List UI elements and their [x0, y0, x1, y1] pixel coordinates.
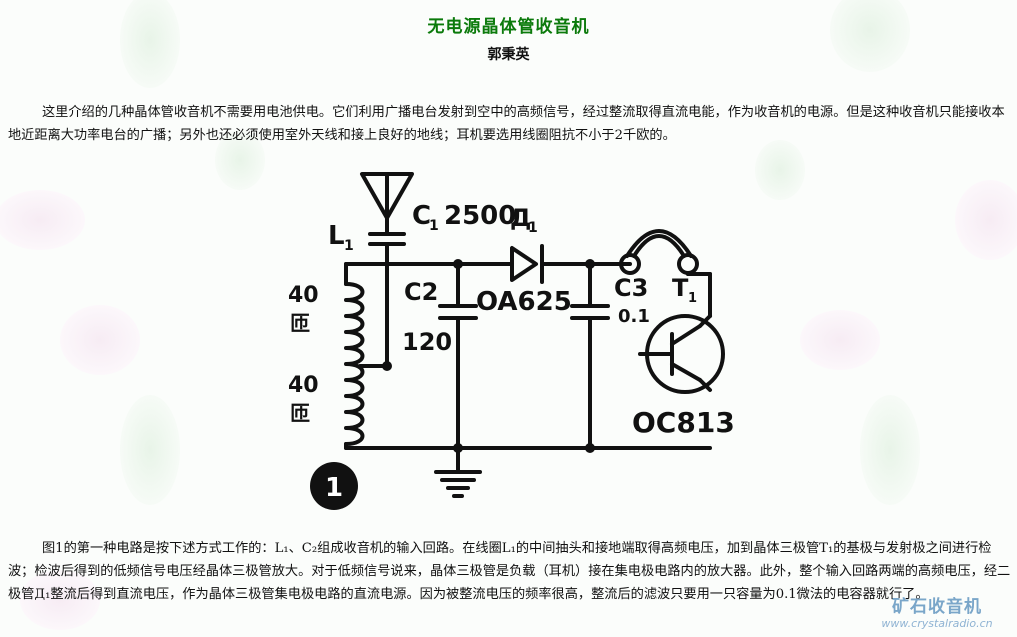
- article-title: 无电源晶体管收音机: [427, 17, 590, 37]
- article-author: 郭秉英: [487, 47, 530, 63]
- label-c3: C3: [614, 274, 648, 302]
- intro-paragraph: 这里介绍的几种晶体管收音机不需要用电池供电。它们利用广播电台发射到空中的高频信号…: [8, 105, 1005, 143]
- explanation-paragraph: 图1的第一种电路是按下述方式工作的：L₁、C₂组成收音机的输入回路。在线圈L₁的…: [8, 541, 1011, 602]
- label-turns-top: 40: [288, 283, 319, 308]
- label-d1: Д: [510, 204, 531, 232]
- site-watermark: 矿石收音机 www.crystalradio.cn: [862, 592, 1012, 630]
- label-l1-sub: 1: [344, 238, 354, 254]
- watermark-url: www.crystalradio.cn: [881, 617, 993, 630]
- label-turns-bottom-unit: 匝: [290, 401, 310, 425]
- watermark-name: 矿石收音机: [892, 597, 982, 617]
- label-c1-value: 2500: [444, 201, 516, 231]
- earphone-symbol: [619, 229, 699, 275]
- circuit-diagram: L 1 C 1 2500 Д 1 C2 120 OA625 C3 0.1 T 1…: [288, 172, 735, 510]
- antenna-symbol: [360, 172, 414, 236]
- label-turns-top-unit: 匝: [290, 311, 310, 335]
- capacitor-c1-symbol: [368, 232, 406, 368]
- label-l1: L: [328, 221, 345, 251]
- transistor-t1-symbol: [638, 271, 725, 394]
- label-turns-bottom: 40: [288, 373, 319, 398]
- label-c2-value: 120: [402, 328, 452, 356]
- capacitor-c2-symbol: [438, 262, 478, 450]
- capacitor-c3-symbol: [570, 262, 610, 450]
- label-c3-value: 0.1: [618, 306, 650, 327]
- figure-number-badge: 1: [325, 473, 343, 503]
- label-d1-sub: 1: [528, 220, 538, 236]
- label-c2: C2: [404, 278, 438, 306]
- label-t1-sub: 1: [688, 291, 697, 306]
- label-c1-sub: 1: [429, 218, 439, 234]
- label-transistor-model: OC813: [632, 406, 735, 439]
- label-c1: C: [412, 201, 431, 231]
- diode-d1-symbol: [510, 244, 544, 284]
- label-diode-model: OA625: [476, 287, 572, 317]
- label-t1: T: [672, 274, 689, 302]
- ground-symbol: [434, 446, 482, 498]
